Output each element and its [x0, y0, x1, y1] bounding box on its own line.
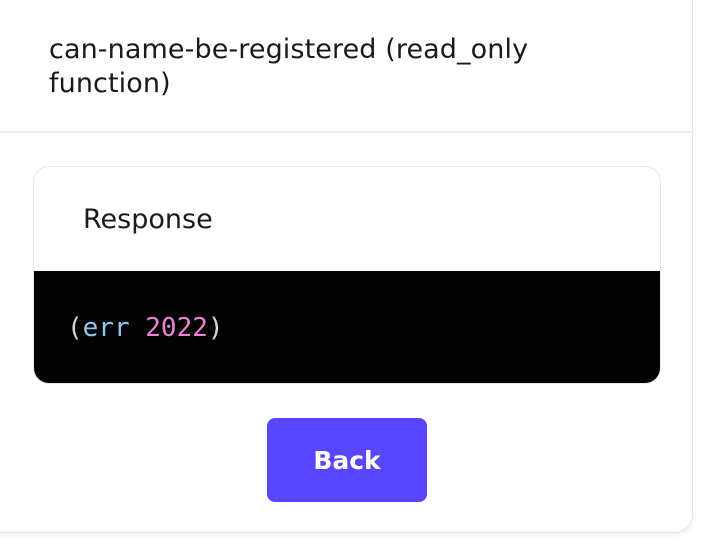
code-keyword: err — [82, 313, 130, 343]
header-divider — [0, 131, 693, 133]
response-code-line: (err 2022) — [67, 311, 224, 345]
response-panel: Response (err 2022) — [33, 166, 661, 384]
code-open-paren: ( — [67, 313, 83, 343]
response-heading: Response — [83, 204, 213, 235]
code-space — [130, 313, 146, 343]
function-title: can-name-be-registered (read_only functi… — [49, 34, 529, 99]
code-value: 2022 — [145, 313, 208, 343]
back-button[interactable]: Back — [267, 418, 427, 502]
code-close-paren: ) — [207, 313, 224, 343]
response-code-block: (err 2022) — [34, 271, 660, 383]
